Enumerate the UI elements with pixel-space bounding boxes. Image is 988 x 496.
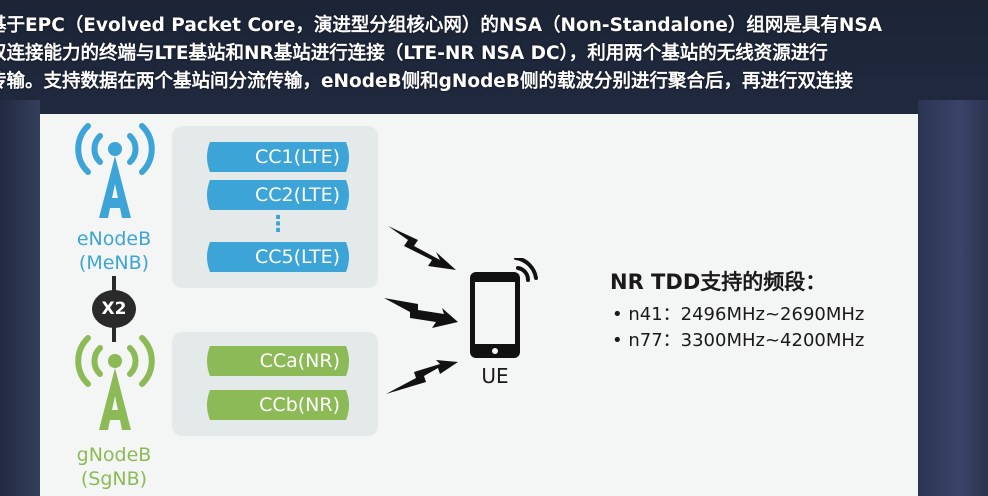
- carrier-label: CCa(NR): [259, 350, 340, 372]
- background-right: [918, 100, 988, 496]
- intro-text: 基于EPC（Evolved Packet Core，演进型分组核心网）的NSA（…: [0, 12, 988, 96]
- carrier-shape: [207, 180, 349, 210]
- enodeb-tower-icon: [75, 123, 155, 218]
- carrier-shape: [207, 142, 349, 172]
- background-left: [0, 100, 40, 496]
- intro-line-2: 双连接能力的终端与LTE基站和NR基站进行连接（LTE-NR NSA DC），利…: [0, 43, 828, 64]
- carrier-cca-nr: CCa(NR): [204, 346, 352, 376]
- intro-line-3: 传输。支持数据在两个基站间分流传输，eNodeB侧和gNodeB侧的载波分别进行…: [0, 71, 853, 92]
- freq-band-n41: • n41：2496MHz~2690MHz: [612, 304, 865, 325]
- gnodeb-role: (SgNB): [80, 468, 148, 490]
- carrier-label: CC2(LTE): [254, 184, 340, 206]
- freq-title: NR TDD支持的频段：: [610, 270, 827, 294]
- gnodeb-tower-icon: [75, 335, 155, 430]
- carrier-label: CC1(LTE): [254, 146, 340, 168]
- gnodeb-name: gNodeB: [76, 444, 152, 466]
- carrier-cc5-lte: CC5(LTE): [204, 242, 352, 272]
- x2-interface-badge: X2: [92, 290, 136, 328]
- carrier-ccb-nr: CCb(NR): [204, 390, 352, 420]
- enodeb-name: eNodeB: [76, 228, 152, 250]
- ue-label: UE: [481, 364, 509, 388]
- carrier-shape: [207, 390, 349, 420]
- freq-band-n77: • n77：3300MHz~4200MHz: [612, 330, 865, 351]
- intro-line-1: 基于EPC（Evolved Packet Core，演进型分组核心网）的NSA（…: [0, 15, 883, 36]
- carrier-ellipsis: ⋮: [267, 212, 289, 237]
- carrier-cc2-lte: CC2(LTE): [204, 180, 352, 210]
- carrier-label: CCb(NR): [259, 394, 340, 416]
- carrier-label: CC5(LTE): [254, 246, 340, 268]
- carrier-cc1-lte: CC1(LTE): [204, 142, 352, 172]
- carrier-shape: [207, 346, 349, 376]
- lightning-bolt-icon: [386, 360, 458, 394]
- smartphone-icon: [470, 258, 538, 358]
- carrier-shape: [207, 242, 349, 272]
- lightning-bolt-icon: [384, 298, 458, 328]
- enodeb-role: (MeNB): [78, 252, 150, 274]
- lightning-bolt-icon: [388, 226, 456, 270]
